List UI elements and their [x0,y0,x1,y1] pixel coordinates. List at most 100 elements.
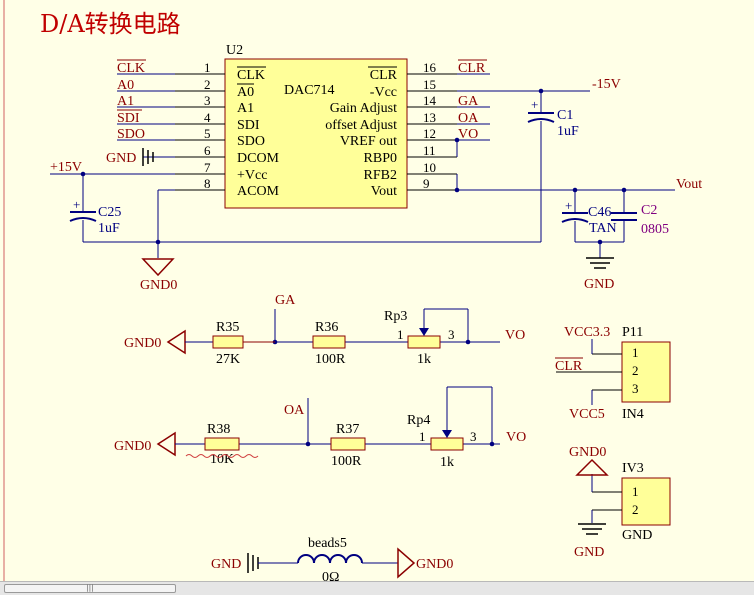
ga-divider: GND0 GA VO [124,293,525,355]
pin-name-rbp0: RBP0 [364,151,397,166]
net-label-vout: Vout [676,177,702,192]
resistor-r37[interactable]: R37 100R [330,422,366,469]
resistor-r38[interactable]: R38 10K [185,422,259,467]
u2-right-pin-names: CLR -Vcc Gain Adjust offset Adjust VREF … [325,68,397,199]
net-label-clr-p11: CLR [555,359,583,374]
r35-value: 27K [216,352,240,367]
connector-p11[interactable]: P11 IN4 1 2 3 [556,325,671,422]
net-label-vo-rp3: VO [505,328,525,343]
beads5-value: 0Ω [322,570,339,581]
p11-value: IN4 [622,407,644,422]
u2-ref: U2 [226,43,243,58]
scrollbar-thumb[interactable]: ||| [4,584,176,593]
rp4-pin3: 3 [470,429,477,444]
pin-name-vcc: +Vcc [237,168,267,183]
iv3-value: GND [622,528,652,543]
u2-right-pin-numbers: 16 15 14 13 12 11 10 9 [423,60,437,191]
right-net-lines [457,73,490,141]
iv3-pin-1: 1 [632,484,639,499]
iv3-ref: IV3 [622,461,644,476]
pin-name-clr: CLR [370,68,398,83]
u2-left-net-labels: CLK A0 A1 SDI SDO [117,61,145,142]
net-label-a1: A1 [117,94,134,109]
pin-name-sdi: SDI [237,118,260,133]
minus15-net: -15V [457,77,621,112]
oa-divider: GND0 OA VO [114,386,526,457]
pin-number: 5 [204,126,211,141]
pin-name-sdo: SDO [237,134,265,149]
p11-pin-1: 1 [632,345,639,360]
gnd-symbol-iv3 [578,523,606,535]
gnd-symbol-dcom: GND [106,148,175,166]
net-label-gnd-caps: GND [584,277,614,292]
c46-plus: + [565,198,572,213]
pin-name-vout: Vout [371,184,397,199]
horizontal-scrollbar[interactable]: ||| [0,581,754,595]
net-label-gnd-iv3: GND [574,545,604,560]
pin-name-a1: A1 [237,101,254,116]
pin-number: 3 [204,93,211,108]
net-label-vcc5: VCC5 [569,407,605,422]
net-label-gnd0-r35: GND0 [124,336,161,351]
rp4-value: 1k [440,455,454,470]
capacitor-c1[interactable]: + C1 1uF [527,97,579,242]
plus15-net: +15V [50,160,175,211]
c2-ref: C2 [641,203,657,218]
left-net-overlines [117,59,146,111]
capacitor-c25[interactable]: + C25 1uF [69,197,121,242]
pin-number: 12 [423,126,436,141]
pin-number: 4 [204,110,211,125]
pin-number: 14 [423,93,437,108]
pin-number: 6 [204,143,211,158]
gnd0-symbol-top: GND0 [140,258,177,293]
ferrite-bead-beads5[interactable]: GND GND0 beads5 0Ω [211,536,453,581]
pin-name-offset-adjust: offset Adjust [325,118,397,133]
gnd-symbol-caps [586,257,614,269]
p11-pin-3: 3 [632,381,639,396]
net-label-gnd0: GND0 [140,278,177,293]
net-label-sdo: SDO [117,127,145,142]
net-label-vcc33: VCC3.3 [564,325,610,340]
connector-iv3[interactable]: IV3 GND 1 2 [591,461,671,543]
page-title: D/A转换电路 [40,10,181,38]
resistor-r36[interactable]: R36 100R [312,320,346,367]
u2-left-pin-lines [175,73,225,191]
c25-ref: C25 [98,205,121,220]
rp3-ref: Rp3 [384,309,407,324]
pin-number: 2 [204,77,211,92]
capacitor-c2[interactable]: C2 0805 [611,187,669,242]
r35-ref: R35 [216,320,239,335]
pin-number: 16 [423,60,437,75]
net-label-gnd-beads: GND [211,557,241,572]
c46-ref: C46 [588,205,611,220]
pin-number: 7 [204,160,211,175]
rp3-pin3: 3 [448,327,455,342]
p11-pin-2: 2 [632,363,639,378]
r38-ref: R38 [207,422,230,437]
net-label-clr: CLR [458,61,486,76]
pin-name-rfb2: RFB2 [364,168,397,183]
vout-net: Vout [457,177,702,192]
pin-number: 1 [204,60,211,75]
c1-ref: C1 [557,108,573,123]
r36-value: 100R [315,352,346,367]
net-label-gnd0-beads: GND0 [416,557,453,572]
pin-name-clk: CLK [237,68,265,83]
beads5-ref: beads5 [308,536,347,551]
net-label-oa-branch: OA [284,403,305,418]
u2-part: DAC714 [284,83,335,98]
u2-body [224,58,408,209]
u2-chip[interactable]: U2 DAC714 [224,43,408,209]
pin-number: 15 [423,77,436,92]
cap-gnd-wires [575,241,624,258]
resistor-r35[interactable]: R35 27K [212,320,275,367]
rp3-value: 1k [417,352,431,367]
schematic-canvas: D/A转换电路 U2 DAC714 1 2 3 4 5 6 7 8 [3,0,702,581]
c25-plus: + [73,197,80,212]
capacitor-c46[interactable]: + C46 TAN [561,187,617,242]
c25-value: 1uF [98,221,120,236]
potentiometer-rp4[interactable]: Rp4 1 3 1k [407,413,477,470]
potentiometer-rp3[interactable]: Rp3 1 3 1k [384,309,455,367]
net-label-a0: A0 [117,78,134,93]
u2-left-pin-numbers: 1 2 3 4 5 6 7 8 [204,60,211,191]
